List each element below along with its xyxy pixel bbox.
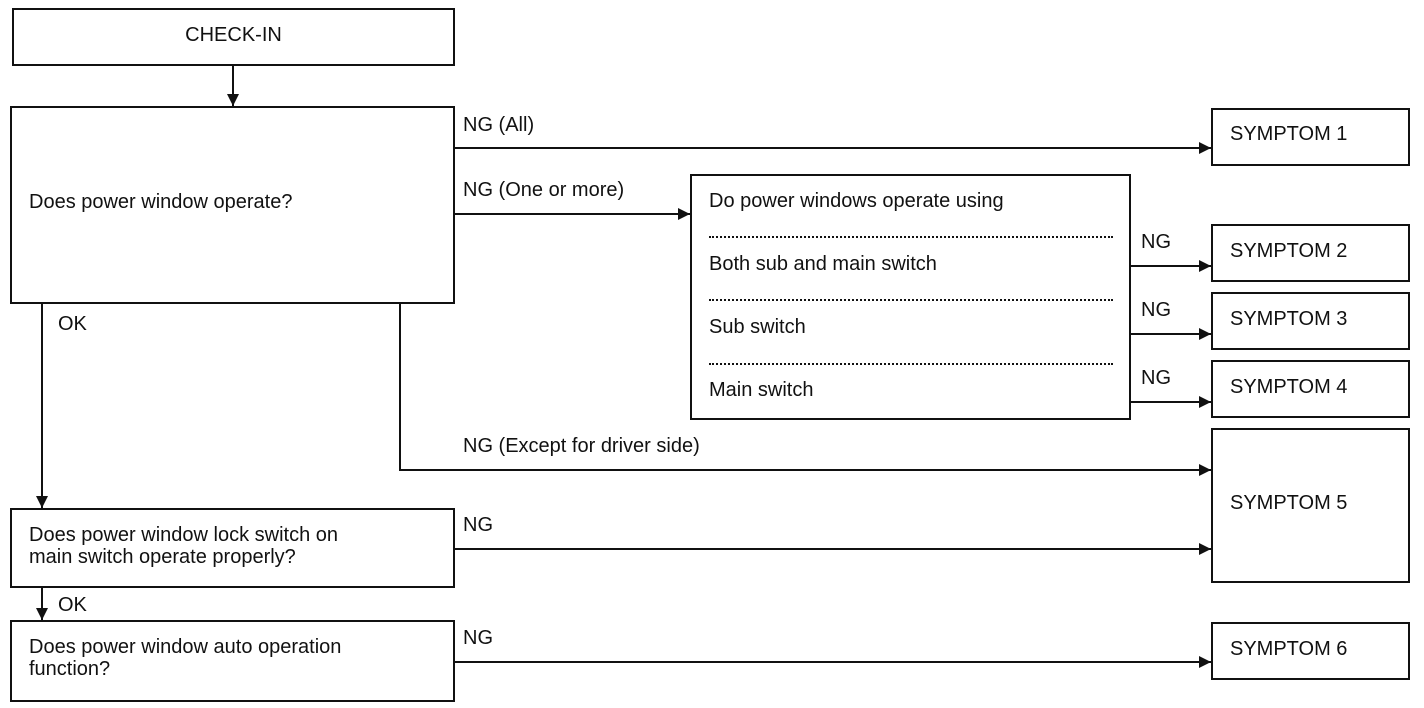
edge-label-ng-all: NG (All) [463, 114, 535, 136]
option-main-switch: Main switch [709, 379, 814, 401]
edge-label-ng-auto: NG [463, 627, 493, 649]
lock-switch-box: Does power window lock switch on main sw… [10, 508, 455, 588]
operate-using-heading: Do power windows operate using [709, 190, 1004, 212]
arrow-ng-except-driver [399, 304, 1211, 476]
symptom-6-box: SYMPTOM 6 [1211, 622, 1410, 680]
operate-using-box: Do power windows operate using Both sub … [690, 174, 1131, 420]
edge-label-ng-one-or-more: NG (One or more) [463, 179, 625, 201]
auto-operation-question-line1: Does power window auto operation [29, 636, 342, 658]
power-window-operate-box: Does power window operate? [10, 106, 455, 304]
edge-label-ok-lock: OK [58, 594, 87, 616]
auto-operation-box: Does power window auto operation functio… [10, 620, 455, 702]
dotted-divider [709, 299, 1113, 301]
dotted-divider [709, 363, 1113, 365]
dotted-divider [709, 236, 1113, 238]
lock-switch-question-line2: main switch operate properly? [29, 546, 296, 568]
edge-label-ok-operate: OK [58, 313, 87, 335]
symptom-5-label: SYMPTOM 5 [1230, 492, 1348, 514]
symptom-1-label: SYMPTOM 1 [1230, 123, 1348, 145]
symptom-4-label: SYMPTOM 4 [1230, 376, 1348, 398]
edge-label-ng-symptom4: NG [1141, 367, 1171, 389]
power-window-operate-question: Does power window operate? [29, 191, 293, 213]
edge-label-ng-symptom3: NG [1141, 299, 1171, 321]
check-in-box: CHECK-IN [12, 8, 455, 66]
symptom-1-box: SYMPTOM 1 [1211, 108, 1410, 166]
edge-label-ng-except-driver: NG (Except for driver side) [463, 435, 700, 457]
edge-label-ng-symptom2: NG [1141, 231, 1171, 253]
auto-operation-question-line2: function? [29, 658, 111, 680]
check-in-label: CHECK-IN [185, 24, 282, 46]
symptom-2-label: SYMPTOM 2 [1230, 240, 1348, 262]
symptom-3-label: SYMPTOM 3 [1230, 308, 1348, 330]
option-sub-switch: Sub switch [709, 316, 806, 338]
symptom-4-box: SYMPTOM 4 [1211, 360, 1410, 418]
lock-switch-question-line1: Does power window lock switch on [29, 524, 339, 546]
option-both-switches: Both sub and main switch [709, 253, 937, 275]
symptom-3-box: SYMPTOM 3 [1211, 292, 1410, 350]
symptom-2-box: SYMPTOM 2 [1211, 224, 1410, 282]
symptom-5-box: SYMPTOM 5 [1211, 428, 1410, 583]
edge-label-ng-lock: NG [463, 514, 493, 536]
symptom-6-label: SYMPTOM 6 [1230, 638, 1348, 660]
